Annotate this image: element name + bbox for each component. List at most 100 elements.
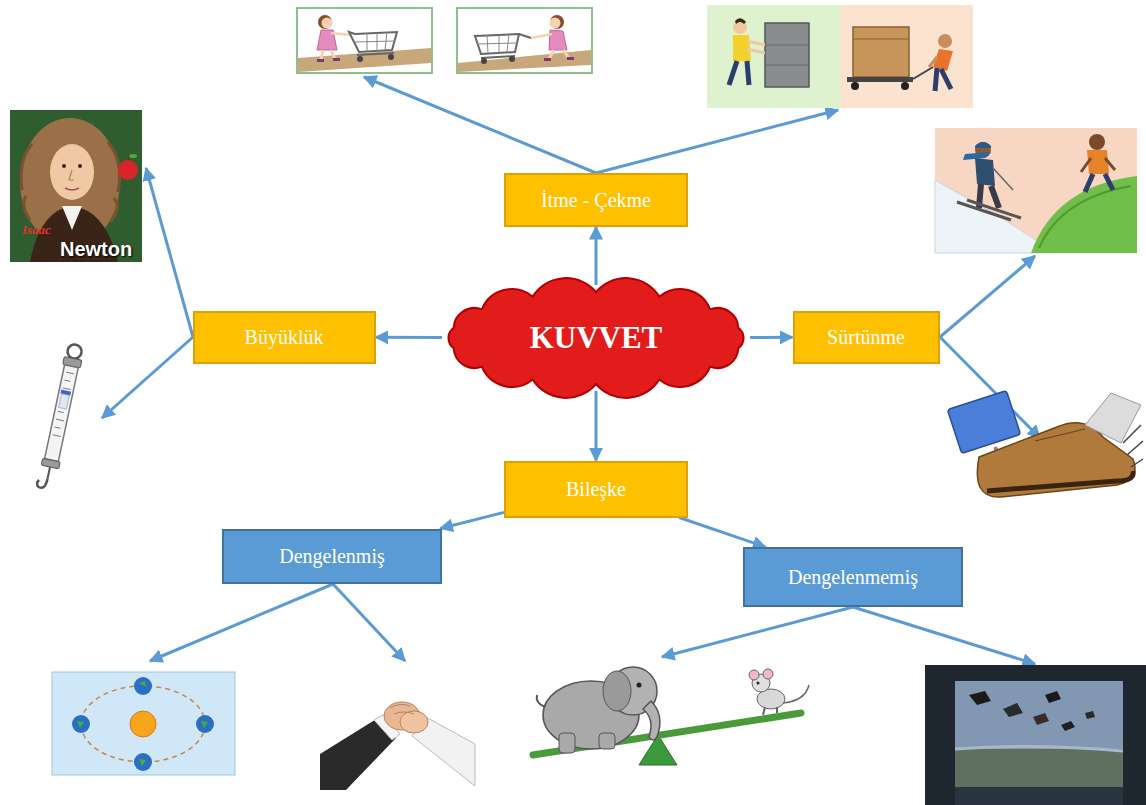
topic-box: Sürtünme <box>793 311 940 364</box>
skydivers-picture-part <box>925 665 1146 805</box>
push-pull-box-picture-part <box>747 41 765 45</box>
pull-cart-picture-part <box>458 50 591 72</box>
spring-scale-part <box>48 467 50 479</box>
skiing-picture-part <box>1085 174 1093 192</box>
elephant-seesaw-picture-part <box>603 671 631 711</box>
push-pull-box-picture-part <box>735 18 746 24</box>
cloud-outline <box>448 278 743 398</box>
push-cart-picture-part <box>331 33 351 35</box>
skiing-picture-part <box>1105 174 1113 190</box>
picture-arrows-part <box>146 168 193 337</box>
connector-arrow <box>595 391 598 461</box>
skydivers-picture-part <box>1061 721 1075 731</box>
push-pull-box-picture-part <box>747 49 765 53</box>
spring-scale-part <box>59 394 70 409</box>
skiing-picture-part <box>1105 158 1115 170</box>
elephant-seesaw-picture-part <box>757 682 760 685</box>
pull-cart-picture-part <box>567 57 574 60</box>
solar-system-picture-part <box>81 686 205 762</box>
push-cart-picture-part <box>355 32 395 51</box>
pull-cart-picture-part <box>477 34 517 53</box>
elephant-seesaw-picture-part <box>783 685 809 703</box>
pull-cart-picture-part <box>481 58 487 64</box>
newton-portrait-part <box>10 110 142 262</box>
elephant-seesaw-picture-part <box>537 695 545 707</box>
picture-arrows-part <box>596 110 838 173</box>
connector-arrow <box>679 518 765 548</box>
topic-box: İtme - Çekme <box>504 173 688 227</box>
push-pull-box-picture-part <box>729 61 737 85</box>
subtopic-box: Dengelenmemiş <box>743 547 963 607</box>
elephant-seesaw-picture-part <box>637 683 642 688</box>
newton-portrait-part <box>78 164 82 168</box>
skydivers-picture-part <box>925 665 1146 805</box>
skiing-picture-part <box>935 128 1137 253</box>
node-text: Dengelenmiş <box>279 544 385 568</box>
push-pull-box-picture-part <box>938 34 952 48</box>
push-pull-box-picture-part <box>901 82 909 90</box>
skiing-picture-part <box>1039 186 1131 248</box>
node-text: Sürtünme <box>827 325 905 349</box>
push-pull-box-picture-part <box>913 67 933 79</box>
elephant-seesaw-picture-part <box>559 733 575 753</box>
push-pull-box-picture-part <box>853 27 909 77</box>
push-cart-picture-part <box>357 56 363 62</box>
solar-system-picture-part <box>130 711 156 737</box>
push-pull-box-picture-part <box>765 65 809 66</box>
brake-pedal-picture <box>947 391 1143 498</box>
push-cart-picture-part <box>322 18 333 29</box>
subtopic-box: Dengelenmiş <box>222 529 442 584</box>
newton-portrait-part <box>62 206 82 230</box>
brake-pedal-picture-part <box>947 391 1020 454</box>
push-pull-box-picture-part <box>765 23 809 87</box>
connector-arrow <box>376 336 443 339</box>
skydivers-picture-part <box>1085 711 1095 719</box>
picture-arrows-part <box>364 77 596 173</box>
pull-cart-picture-part <box>550 15 564 29</box>
picture-arrows-part <box>853 607 1035 664</box>
skiing-picture-part <box>1087 150 1109 174</box>
skydivers-picture <box>925 665 1146 805</box>
skiing-picture-part <box>967 200 1021 218</box>
elephant-seesaw-picture-part <box>776 707 778 713</box>
push-pull-box-picture-part <box>941 69 951 89</box>
newton-portrait-part <box>65 188 79 190</box>
connector-arrow <box>750 336 793 339</box>
pull-cart-picture-part <box>550 18 561 29</box>
pull-cart-picture-part <box>549 50 554 59</box>
push-pull-box-picture-part <box>707 5 840 108</box>
push-pull-box-picture-part <box>851 82 859 90</box>
skiing-picture-part <box>975 142 991 148</box>
push-cart-picture-part <box>318 15 332 29</box>
skiing-picture-part <box>1089 134 1105 150</box>
skiing-picture-part <box>993 168 1013 190</box>
pull-cart-picture-part <box>563 50 569 58</box>
skydivers-picture-part <box>1045 691 1061 703</box>
elephant-seesaw-picture-part <box>763 669 773 679</box>
central-cloud: KUVVET <box>440 283 752 393</box>
arm-wrestling-picture-part <box>400 711 428 733</box>
pull-cart-picture <box>457 8 592 73</box>
pull-cart-picture-part <box>475 34 519 54</box>
node-text: Dengelenmemiş <box>788 565 918 589</box>
push-pull-box-picture-part <box>929 57 937 67</box>
newton-portrait-part <box>50 144 94 200</box>
pull-cart-picture-part <box>457 8 592 73</box>
skiing-picture-part <box>1031 176 1137 253</box>
elephant-seesaw-picture-part <box>643 701 660 740</box>
push-cart-picture-part <box>321 50 323 60</box>
spring-scale-part <box>45 365 79 462</box>
newton-portrait <box>10 110 142 262</box>
push-cart-picture-part <box>349 32 397 52</box>
newton-portrait-part <box>69 170 74 180</box>
push-cart-picture-part <box>297 8 432 73</box>
pull-cart-picture-part <box>509 56 515 62</box>
newton-portrait-part <box>118 160 138 180</box>
push-cart-picture-part <box>388 54 394 60</box>
connector-arrow <box>440 512 504 528</box>
push-pull-box-picture-part <box>847 77 913 82</box>
solar-system-picture <box>52 672 235 775</box>
